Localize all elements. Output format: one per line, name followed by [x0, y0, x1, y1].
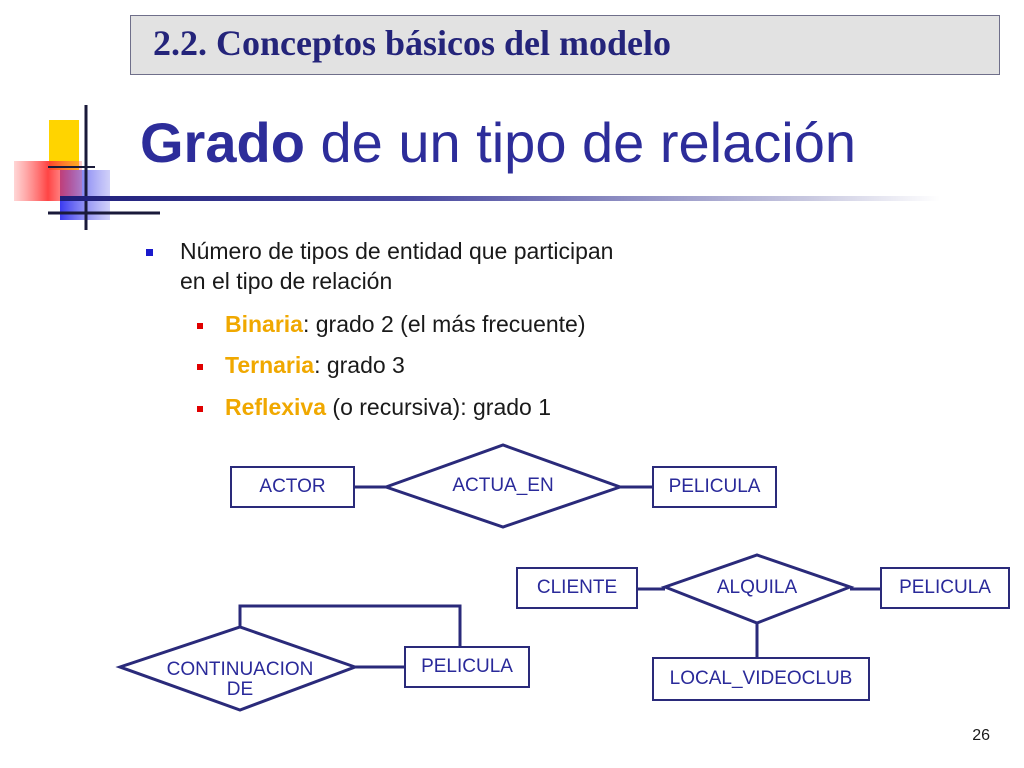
- page-number: 26: [972, 727, 990, 744]
- relationship-continuacion-line1: CONTINUACION: [166, 659, 314, 680]
- sub-bullet-binaria-rest: : grado 2 (el más frecuente): [302, 311, 586, 337]
- decorative-squares: [14, 105, 160, 230]
- section-header: 2.2. Conceptos básicos del modelo: [130, 15, 1000, 75]
- sub-bullet-reflexiva: Reflexiva (o recursiva): grado 1: [225, 394, 551, 421]
- sub-bullet-ternaria-rest: : grado 3: [314, 352, 405, 378]
- main-bullet-text: Número de tipos de entidad que participa…: [180, 236, 780, 296]
- relationship-alquila: ALQUILA: [716, 577, 798, 598]
- term-binaria: Binaria: [225, 311, 303, 337]
- ternary-relationship-diamond: [660, 553, 855, 625]
- main-bullet-line2: en el tipo de relación: [180, 268, 393, 294]
- relationship-actua-en: ACTUA_EN: [452, 475, 554, 496]
- sub-bullet-square-icon: [197, 406, 203, 412]
- term-ternaria: Ternaria: [225, 352, 315, 378]
- slide-title: Grado de un tipo de relación: [140, 110, 856, 175]
- entity-local-videoclub: LOCAL_VIDEOCLUB: [652, 657, 870, 701]
- sub-bullet-square-icon: [197, 364, 203, 370]
- reflexive-relationship-diamond: [115, 625, 360, 712]
- entity-pelicula-reflexive: PELICULA: [404, 646, 530, 688]
- binary-relationship-diamond: [381, 443, 625, 529]
- entity-cliente: CLIENTE: [516, 567, 638, 609]
- slide-title-rest: de un tipo de relación: [304, 111, 856, 174]
- bullet-square-icon: [146, 249, 153, 256]
- sub-bullet-reflexiva-rest: (o recursiva): grado 1: [326, 394, 551, 420]
- entity-actor: ACTOR: [230, 466, 355, 508]
- relationship-continuacion-line2: DE: [226, 679, 254, 700]
- slide-title-bold: Grado: [140, 111, 305, 174]
- relationship-continuacion-de: CONTINUACION DE: [150, 660, 330, 700]
- sub-bullet-binaria: Binaria: grado 2 (el más frecuente): [225, 311, 586, 338]
- sub-bullet-square-icon: [197, 323, 203, 329]
- section-title: 2.2. Conceptos básicos del modelo: [153, 23, 672, 63]
- entity-pelicula-ternary: PELICULA: [880, 567, 1010, 609]
- entity-pelicula-binary: PELICULA: [652, 466, 777, 508]
- title-underline: [60, 196, 940, 201]
- reflexive-loop-line: [238, 604, 462, 647]
- sub-bullet-ternaria: Ternaria: grado 3: [225, 352, 405, 379]
- term-reflexiva: Reflexiva: [225, 394, 327, 420]
- main-bullet-line1: Número de tipos de entidad que participa…: [180, 238, 614, 264]
